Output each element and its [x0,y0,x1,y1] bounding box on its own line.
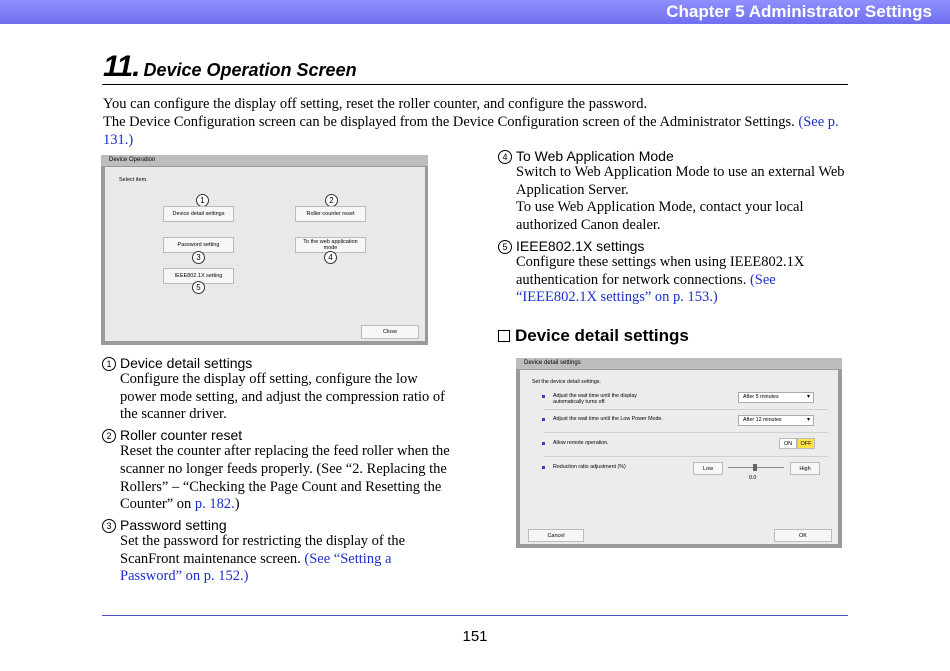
left-items: 1 Device detail settings Configure the di… [102,355,452,586]
callout-3: 3 [192,251,205,264]
item-2-body: Reset the counter after replacing the fe… [120,443,452,514]
display-off-dropdown[interactable]: After 5 minutes ▾ [738,392,814,403]
checkbox-icon [498,330,510,342]
chevron-down-icon: ▾ [806,394,810,400]
item-3-heading: 3 Password setting [102,517,452,533]
title-divider [102,84,848,85]
callout-1: 1 [196,194,209,207]
item-5-number: 5 [498,239,512,254]
low-power-value: After 12 minutes [743,417,782,423]
device-detail-settings-screenshot: Device detail settings Set the device de… [516,358,842,548]
bullet-icon [542,418,545,421]
bullet-icon [542,466,545,469]
row-divider [544,409,828,410]
item-3-number: 3 [102,518,116,533]
intro-line-1: You can configure the display off settin… [103,96,648,112]
display-off-value: After 5 minutes [743,394,779,400]
row-divider [544,432,828,433]
intro-line-2-text: The Device Configuration screen can be d… [103,114,795,130]
item-3-text: Set the password for restricting the dis… [120,532,406,567]
item-5-body: Configure these settings when using IEEE… [516,254,848,307]
footer-divider [102,615,848,616]
subsection-title: Device detail settings [515,326,689,345]
low-power-dropdown[interactable]: After 12 minutes ▾ [738,415,814,426]
screen2-title: Device detail settings [516,358,842,369]
screen1-title: Device Operation [101,155,428,166]
row-remote-label: Allow remote operation. [553,440,609,446]
item-5-text: Configure these settings when using IEEE… [516,253,805,288]
item-4-body-2: To use Web Application Mode, contact you… [516,199,804,234]
chevron-down-icon: ▾ [806,417,810,423]
item-4-number: 4 [498,150,512,164]
item-3-title: Password setting [120,516,227,533]
item-2-title: Roller counter reset [120,427,243,444]
row-reduction-label: Reduction ratio adjustment (%) [553,464,626,470]
page-number: 151 [462,628,488,645]
ok-button[interactable]: OK [774,529,832,542]
item-5-title: IEEE802.1X settings [516,237,645,254]
item-2-link[interactable]: p. 182. [194,496,235,513]
screen1-prompt: Select item. [119,177,148,183]
intro-link[interactable]: (See p. 131.) [103,114,839,148]
item-3-link[interactable]: (See “Setting a Password” on p. 152.) [120,550,392,585]
screen2-prompt: Set the device detail settings. [532,379,601,385]
item-2-tail: ) [234,496,240,513]
item-1-heading: 1 Device detail settings [102,355,452,371]
item-4-body: Switch to Web Application Mode to use an… [516,164,845,198]
device-detail-settings-button[interactable]: Device detail settings [163,206,234,222]
item-2-text: Reset the counter after replacing the fe… [120,443,450,513]
roller-counter-reset-button[interactable]: Roller counter reset [295,206,366,222]
item-4-heading: 4 To Web Application Mode [498,148,848,164]
item-4-title: To Web Application Mode [516,148,674,164]
item-5-link[interactable]: (See “IEEE802.1X settings” on p. 153.) [516,271,776,306]
right-items: 4 To Web Application Mode Switch to Web A… [498,148,848,307]
row-display-off-label: Adjust the wait time until the display a… [553,393,637,405]
callout-4: 4 [324,251,337,264]
intro-line-2: The Device Configuration screen can be d… [103,113,863,149]
item-3-body: Set the password for restricting the dis… [120,533,452,586]
chapter-header-bar: Chapter 5 Administrator Settings [0,0,950,24]
section-title: 11.Device Operation Screen [103,50,357,84]
bullet-icon [542,442,545,445]
slider-value: 0.0 [749,475,757,481]
item-5-heading: 5 IEEE802.1X settings [498,238,848,254]
cancel-button[interactable]: Cancel [528,529,584,542]
close-button[interactable]: Close [361,325,419,339]
chapter-title: Chapter 5 Administrator Settings [666,2,932,21]
slider-handle[interactable] [753,464,757,471]
device-operation-screenshot: Device Operation Select item. 1 2 Device… [101,155,428,345]
callout-5: 5 [192,281,205,294]
remote-on-button[interactable]: ON [779,438,797,449]
low-button[interactable]: Low [693,462,723,475]
screen2-panel: Set the device detail settings. Adjust t… [520,370,838,544]
item-2-heading: 2 Roller counter reset [102,427,452,444]
item-1-body: Configure the display off setting, confi… [120,371,445,423]
remote-off-button[interactable]: OFF [797,438,815,449]
item-1-number: 1 [102,357,116,371]
row-low-power-label: Adjust the wait time until the Low Power… [553,416,663,422]
item-2-number: 2 [102,429,116,444]
subsection-heading: Device detail settings [498,326,689,346]
bullet-icon [542,395,545,398]
high-button[interactable]: High [790,462,820,475]
row-divider [544,456,828,457]
item-1-title: Device detail settings [120,355,253,371]
section-number: 11. [103,50,140,83]
screen1-panel: Select item. 1 2 Device detail settings … [105,167,425,341]
intro-text: You can configure the display off settin… [103,95,863,149]
section-heading: Device Operation Screen [143,60,357,80]
